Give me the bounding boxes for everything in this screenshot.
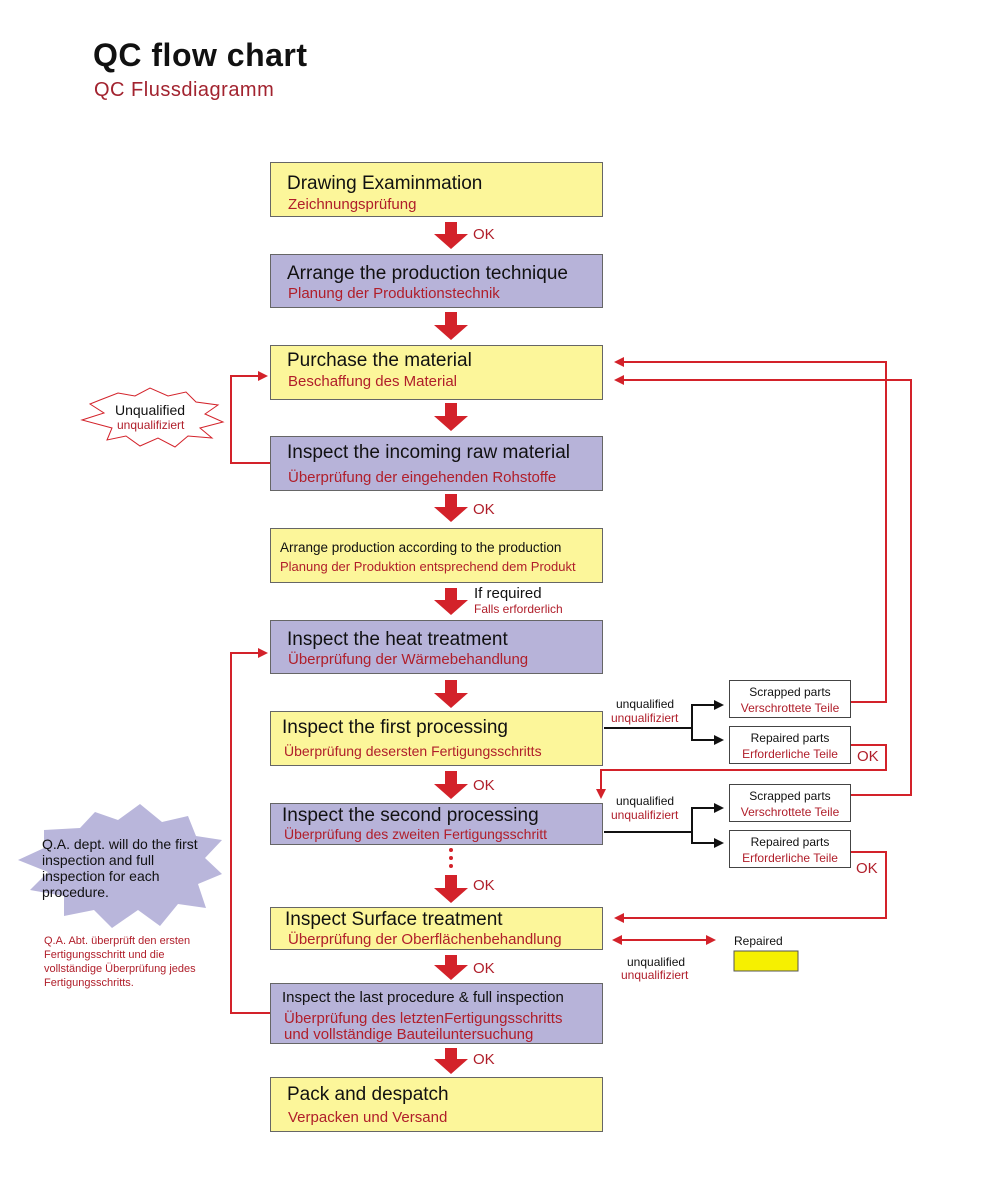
side-box-de: Erforderliche Teile [742,851,838,865]
unqualified-label: unqualified [616,794,675,808]
step-en: Inspect Surface treatment [285,909,503,930]
scrap-return-1 [614,357,887,703]
down-arrow [434,222,468,249]
ok-label: OK [473,501,495,518]
scrap-return-2 [614,375,912,796]
side-box-de: Verschrottete Teile [740,805,840,819]
step-en: Inspect the second processing [282,805,539,826]
step-de: Überprüfung desersten Fertigungsschritts [284,743,542,759]
qa-note-en: Q.A. dept. will do the first inspection … [42,836,198,900]
down-arrows [434,222,468,1074]
qa-burst [18,804,222,928]
step-drawing-examination: Drawing Examinmation Zeichnungsprüfung [270,162,603,217]
branch-second [604,803,724,833]
step-de: Überprüfung des zweiten Fertigungsschrit… [284,826,548,842]
step-de: und vollständige Bauteiluntersuchung [284,1026,534,1043]
step-de: Planung der Produktion entsprechend dem … [280,559,576,574]
step-en: Inspect the first processing [282,717,508,738]
unqualified-label: unqualified [616,697,675,711]
step-inspect-first-processing: Inspect the first processing Überprüfung… [270,711,603,766]
down-arrow [434,312,468,340]
ok-label: OK [473,960,495,977]
repaired-legend-label: Repaired [734,934,783,948]
step-de: Überprüfung der eingehenden Rohstoffe [288,469,557,486]
repair-return-1 [596,744,887,799]
step-en: Arrange production according to the prod… [280,540,562,555]
down-arrow [434,588,468,615]
page-subtitle: QC Flussdiagramm [94,79,275,101]
step-de: Zeichnungsprüfung [288,196,417,213]
side-box-en: Scrapped parts [749,789,831,803]
repaired-swatch [733,950,799,972]
falls-erforderlich-label: Falls erforderlich [474,602,563,616]
step-purchase-material: Purchase the material Beschaffung des Ma… [270,345,603,400]
scrapped-parts-box-2: Scrapped parts Verschrottete Teile [729,784,851,822]
step-en: Inspect the incoming raw material [287,442,571,463]
unqualifiziert-label: unqualifiziert [611,711,679,725]
step-en: Arrange the production technique [287,263,568,284]
ok-label: OK [473,1051,495,1068]
side-box-en: Scrapped parts [749,685,831,699]
unqualified-de: unqualifiziert [117,418,185,432]
down-arrow [434,1048,468,1074]
repaired-parts-box-1: Repaired parts Erforderliche Teile [729,726,851,764]
step-en: Inspect the last procedure & full inspec… [282,989,564,1006]
branch-first [604,700,724,729]
down-arrow [434,680,468,708]
step-inspect-heat-treatment: Inspect the heat treatment Überprüfung d… [270,620,603,674]
step-de: Überprüfung des letztenFertigungsschritt… [284,1010,563,1027]
unqualifiziert-label: unqualifiziert [621,968,689,982]
step-arrange-production: Arrange production according to the prod… [270,528,603,583]
step-production-technique: Arrange the production technique Planung… [270,254,603,308]
unqualified-burst [80,387,225,448]
repair-return-2 [614,851,887,923]
step-de: Verpacken und Versand [288,1109,448,1126]
side-box-en: Repaired parts [750,731,830,745]
down-arrow [434,875,468,903]
page-title: QC flow chart [93,37,308,73]
ok-label: OK [857,748,879,765]
step-en: Purchase the material [287,350,472,371]
ok-label: OK [473,877,495,894]
down-arrow [434,771,468,799]
ok-label: OK [473,226,495,243]
step-de: Planung der Produktionstechnik [288,285,500,302]
loop-qa [230,648,270,1014]
step-last-procedure: Inspect the last procedure & full inspec… [270,983,603,1044]
down-arrow [434,955,468,980]
continuation-dots [449,848,453,868]
unqualified-label: unqualified [627,955,686,969]
step-de: Überprüfung der Wärmebehandlung [288,651,529,668]
side-box-de: Verschrottete Teile [740,701,840,715]
side-box-en: Repaired parts [750,835,830,849]
loop-unqualified [230,371,270,464]
side-box-de: Erforderliche Teile [742,747,838,761]
step-inspect-raw-material: Inspect the incoming raw material Überpr… [270,436,603,491]
ok-label: OK [473,777,495,794]
step-inspect-second-processing: Inspect the second processing Überprüfun… [270,803,603,845]
step-inspect-surface-treatment: Inspect Surface treatment Überprüfung de… [270,907,603,950]
if-required-label: If required [474,585,542,602]
step-en: Drawing Examinmation [287,173,483,194]
down-arrow [434,494,468,522]
down-arrow [434,403,468,431]
unqualified-en: Unqualified [115,402,186,418]
scrapped-parts-box-1: Scrapped parts Verschrottete Teile [729,680,851,718]
ok-label: OK [856,860,878,877]
repaired-parts-box-2: Repaired parts Erforderliche Teile [729,830,851,868]
unqualifiziert-label: unqualifiziert [611,808,679,822]
step-en: Pack and despatch [287,1084,449,1105]
step-pack-despatch: Pack and despatch Verpacken und Versand [270,1077,603,1132]
qa-note-de: Q.A. Abt. überprüft den ersten Fertigung… [44,935,196,989]
step-en: Inspect the heat treatment [287,629,508,650]
step-de: Überprüfung der Oberflächenbehandlung [288,931,562,948]
step-de: Beschaffung des Material [288,373,457,390]
